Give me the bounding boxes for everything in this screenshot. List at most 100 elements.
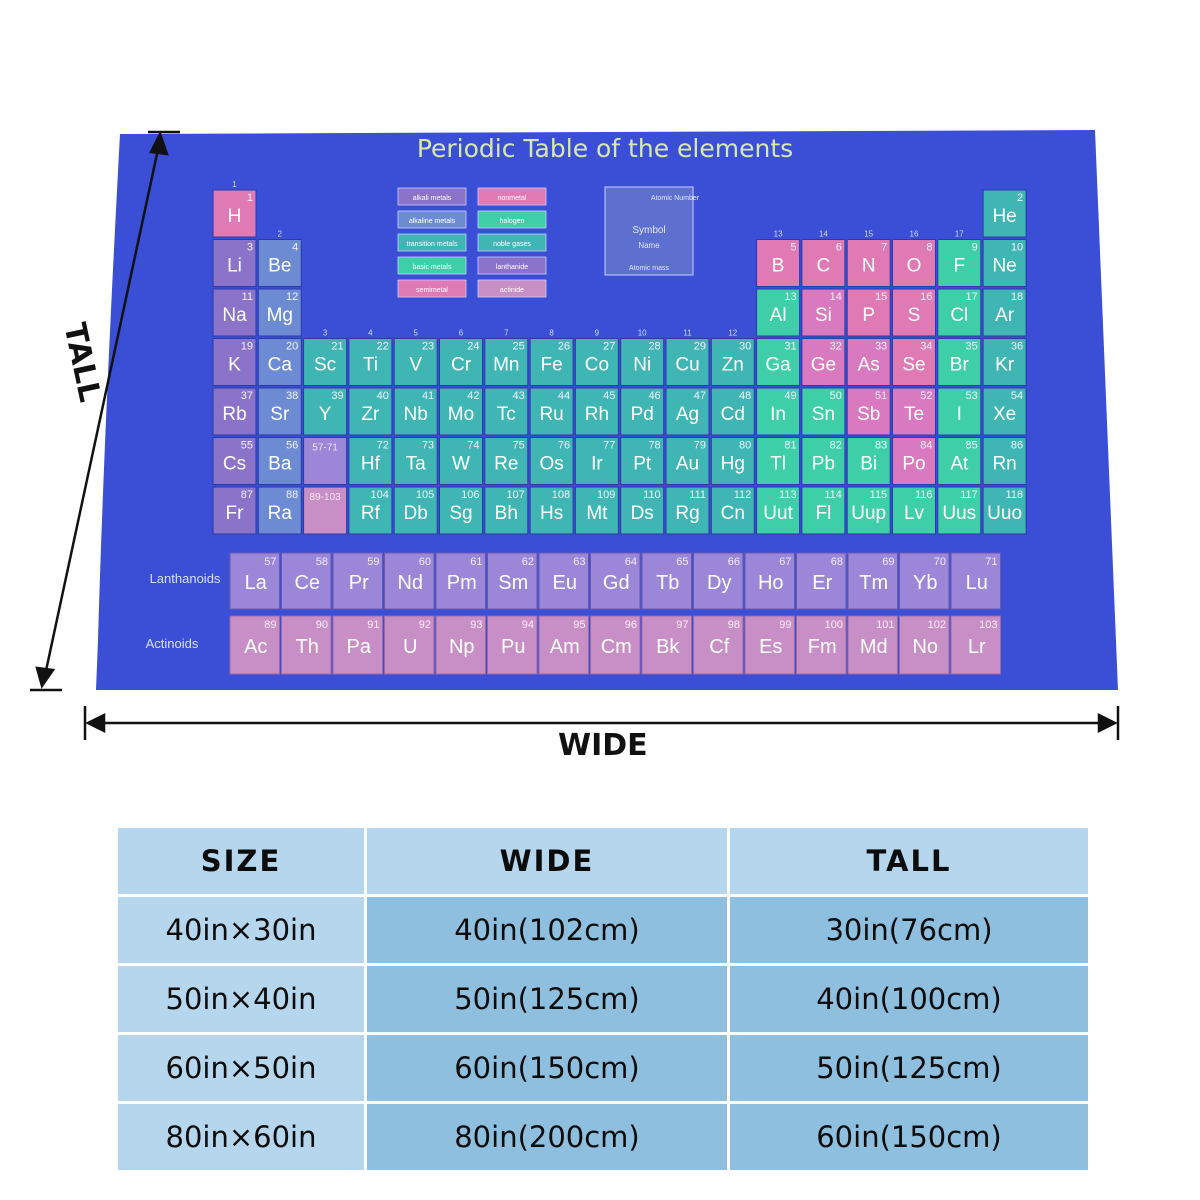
atomic-number: 111 bbox=[689, 489, 706, 501]
element-cell bbox=[846, 486, 891, 535]
atomic-number: 108 bbox=[552, 489, 570, 501]
element-cell bbox=[937, 239, 982, 287]
element-symbol: Cm bbox=[601, 636, 632, 658]
atomic-number: 93 bbox=[470, 619, 482, 631]
atomic-number: 58 bbox=[316, 556, 328, 568]
element-symbol: Lr bbox=[968, 636, 986, 658]
element-cell bbox=[529, 338, 574, 386]
element-cell bbox=[892, 486, 936, 535]
legend-label: alkaline metals bbox=[409, 218, 456, 225]
element-cell bbox=[484, 437, 529, 485]
atomic-number: 48 bbox=[739, 390, 751, 402]
element-symbol: Cn bbox=[721, 503, 745, 524]
atomic-number: 14 bbox=[830, 291, 842, 303]
element-symbol: Eu bbox=[553, 572, 577, 594]
element-cell bbox=[665, 437, 710, 485]
element-cell bbox=[982, 338, 1027, 386]
legend-label: nonmetal bbox=[498, 195, 527, 202]
element-cell bbox=[801, 486, 846, 535]
atomic-number: 8 bbox=[926, 242, 932, 254]
legend-swatch bbox=[477, 210, 547, 229]
element-cell bbox=[892, 239, 936, 287]
group-number: 4 bbox=[368, 329, 373, 338]
element-cell bbox=[937, 387, 982, 436]
element-symbol: F bbox=[953, 256, 965, 277]
element-symbol: Bk bbox=[656, 636, 680, 658]
atomic-number: 63 bbox=[573, 556, 585, 568]
element-symbol: Hf bbox=[361, 454, 381, 475]
element-cell bbox=[303, 387, 348, 436]
element-symbol: Fm bbox=[808, 636, 837, 658]
element-symbol: O bbox=[907, 256, 922, 277]
atomic-number: 62 bbox=[522, 556, 534, 568]
element-symbol: Db bbox=[404, 503, 428, 524]
element-cell bbox=[439, 486, 483, 535]
element-cell bbox=[212, 239, 257, 287]
atomic-number: 56 bbox=[286, 440, 298, 452]
actinoid-cell bbox=[384, 615, 435, 675]
element-cell bbox=[801, 387, 846, 436]
element-symbol: Pr bbox=[349, 572, 369, 594]
atomic-number: 61 bbox=[470, 556, 482, 568]
element-symbol: Ac bbox=[244, 636, 267, 658]
atomic-number: 84 bbox=[920, 440, 932, 452]
element-symbol: Th bbox=[296, 636, 319, 658]
element-cell bbox=[574, 338, 619, 386]
element-cell bbox=[846, 437, 891, 485]
element-cell bbox=[756, 338, 801, 386]
atomic-number: 33 bbox=[875, 341, 887, 353]
lanthanoid-cell bbox=[950, 552, 1001, 610]
element-symbol: Dy bbox=[707, 572, 731, 594]
atomic-number: 43 bbox=[513, 390, 525, 402]
atomic-number: 77 bbox=[603, 440, 615, 452]
actinoid-cell bbox=[641, 615, 692, 675]
element-cell bbox=[620, 338, 665, 386]
atomic-number: 64 bbox=[625, 556, 637, 568]
element-symbol: Mn bbox=[493, 355, 519, 376]
actinoid-cell bbox=[899, 615, 950, 675]
atomic-number: 67 bbox=[779, 556, 791, 568]
legend-label: actinide bbox=[500, 287, 524, 294]
wide-cell: 80in(200cm) bbox=[367, 1104, 727, 1170]
atomic-number: 106 bbox=[461, 489, 479, 501]
actinide-placeholder bbox=[303, 486, 348, 535]
element-cell bbox=[846, 288, 891, 337]
table-row: 60in×50in 60in(150cm) 50in(125cm) bbox=[118, 1035, 1088, 1101]
element-cell bbox=[257, 387, 302, 436]
element-symbol: Rg bbox=[675, 503, 699, 524]
atomic-number: 13 bbox=[784, 291, 796, 303]
atomic-number: 27 bbox=[603, 341, 615, 353]
atomic-number: 26 bbox=[558, 341, 570, 353]
atomic-number: 22 bbox=[377, 341, 389, 353]
element-cell bbox=[574, 437, 619, 485]
legend-label: semimetal bbox=[416, 287, 448, 294]
atomic-number: 31 bbox=[784, 341, 796, 353]
element-cell bbox=[620, 437, 665, 485]
element-symbol: Lv bbox=[904, 503, 925, 524]
group-number: 3 bbox=[323, 329, 328, 338]
element-symbol: Cu bbox=[675, 355, 699, 376]
element-symbol: Fe bbox=[541, 355, 563, 376]
atomic-number: 96 bbox=[625, 619, 637, 631]
actinoid-cell bbox=[435, 615, 486, 675]
lanthanoid-cell bbox=[899, 552, 950, 610]
header-size: SIZE bbox=[118, 828, 364, 894]
element-symbol: Tm bbox=[859, 572, 888, 594]
atomic-number: 105 bbox=[416, 489, 434, 501]
atomic-number: 46 bbox=[648, 390, 660, 402]
element-cell bbox=[846, 338, 891, 386]
atomic-number: 11 bbox=[242, 291, 253, 303]
atomic-number: 5 bbox=[790, 242, 796, 254]
element-symbol: Ni bbox=[633, 355, 651, 376]
atomic-number: 89 bbox=[264, 619, 276, 631]
element-cell bbox=[892, 437, 936, 485]
element-cell bbox=[393, 338, 438, 386]
atomic-number: 7 bbox=[881, 242, 887, 254]
wide-cell: 40in(102cm) bbox=[367, 897, 727, 963]
actinoid-cell bbox=[693, 615, 744, 675]
atomic-number: 35 bbox=[966, 341, 978, 353]
element-symbol: Cd bbox=[721, 404, 745, 425]
element-cell bbox=[348, 486, 393, 535]
element-symbol: Ho bbox=[758, 572, 784, 594]
atomic-number: 113 bbox=[779, 489, 797, 501]
